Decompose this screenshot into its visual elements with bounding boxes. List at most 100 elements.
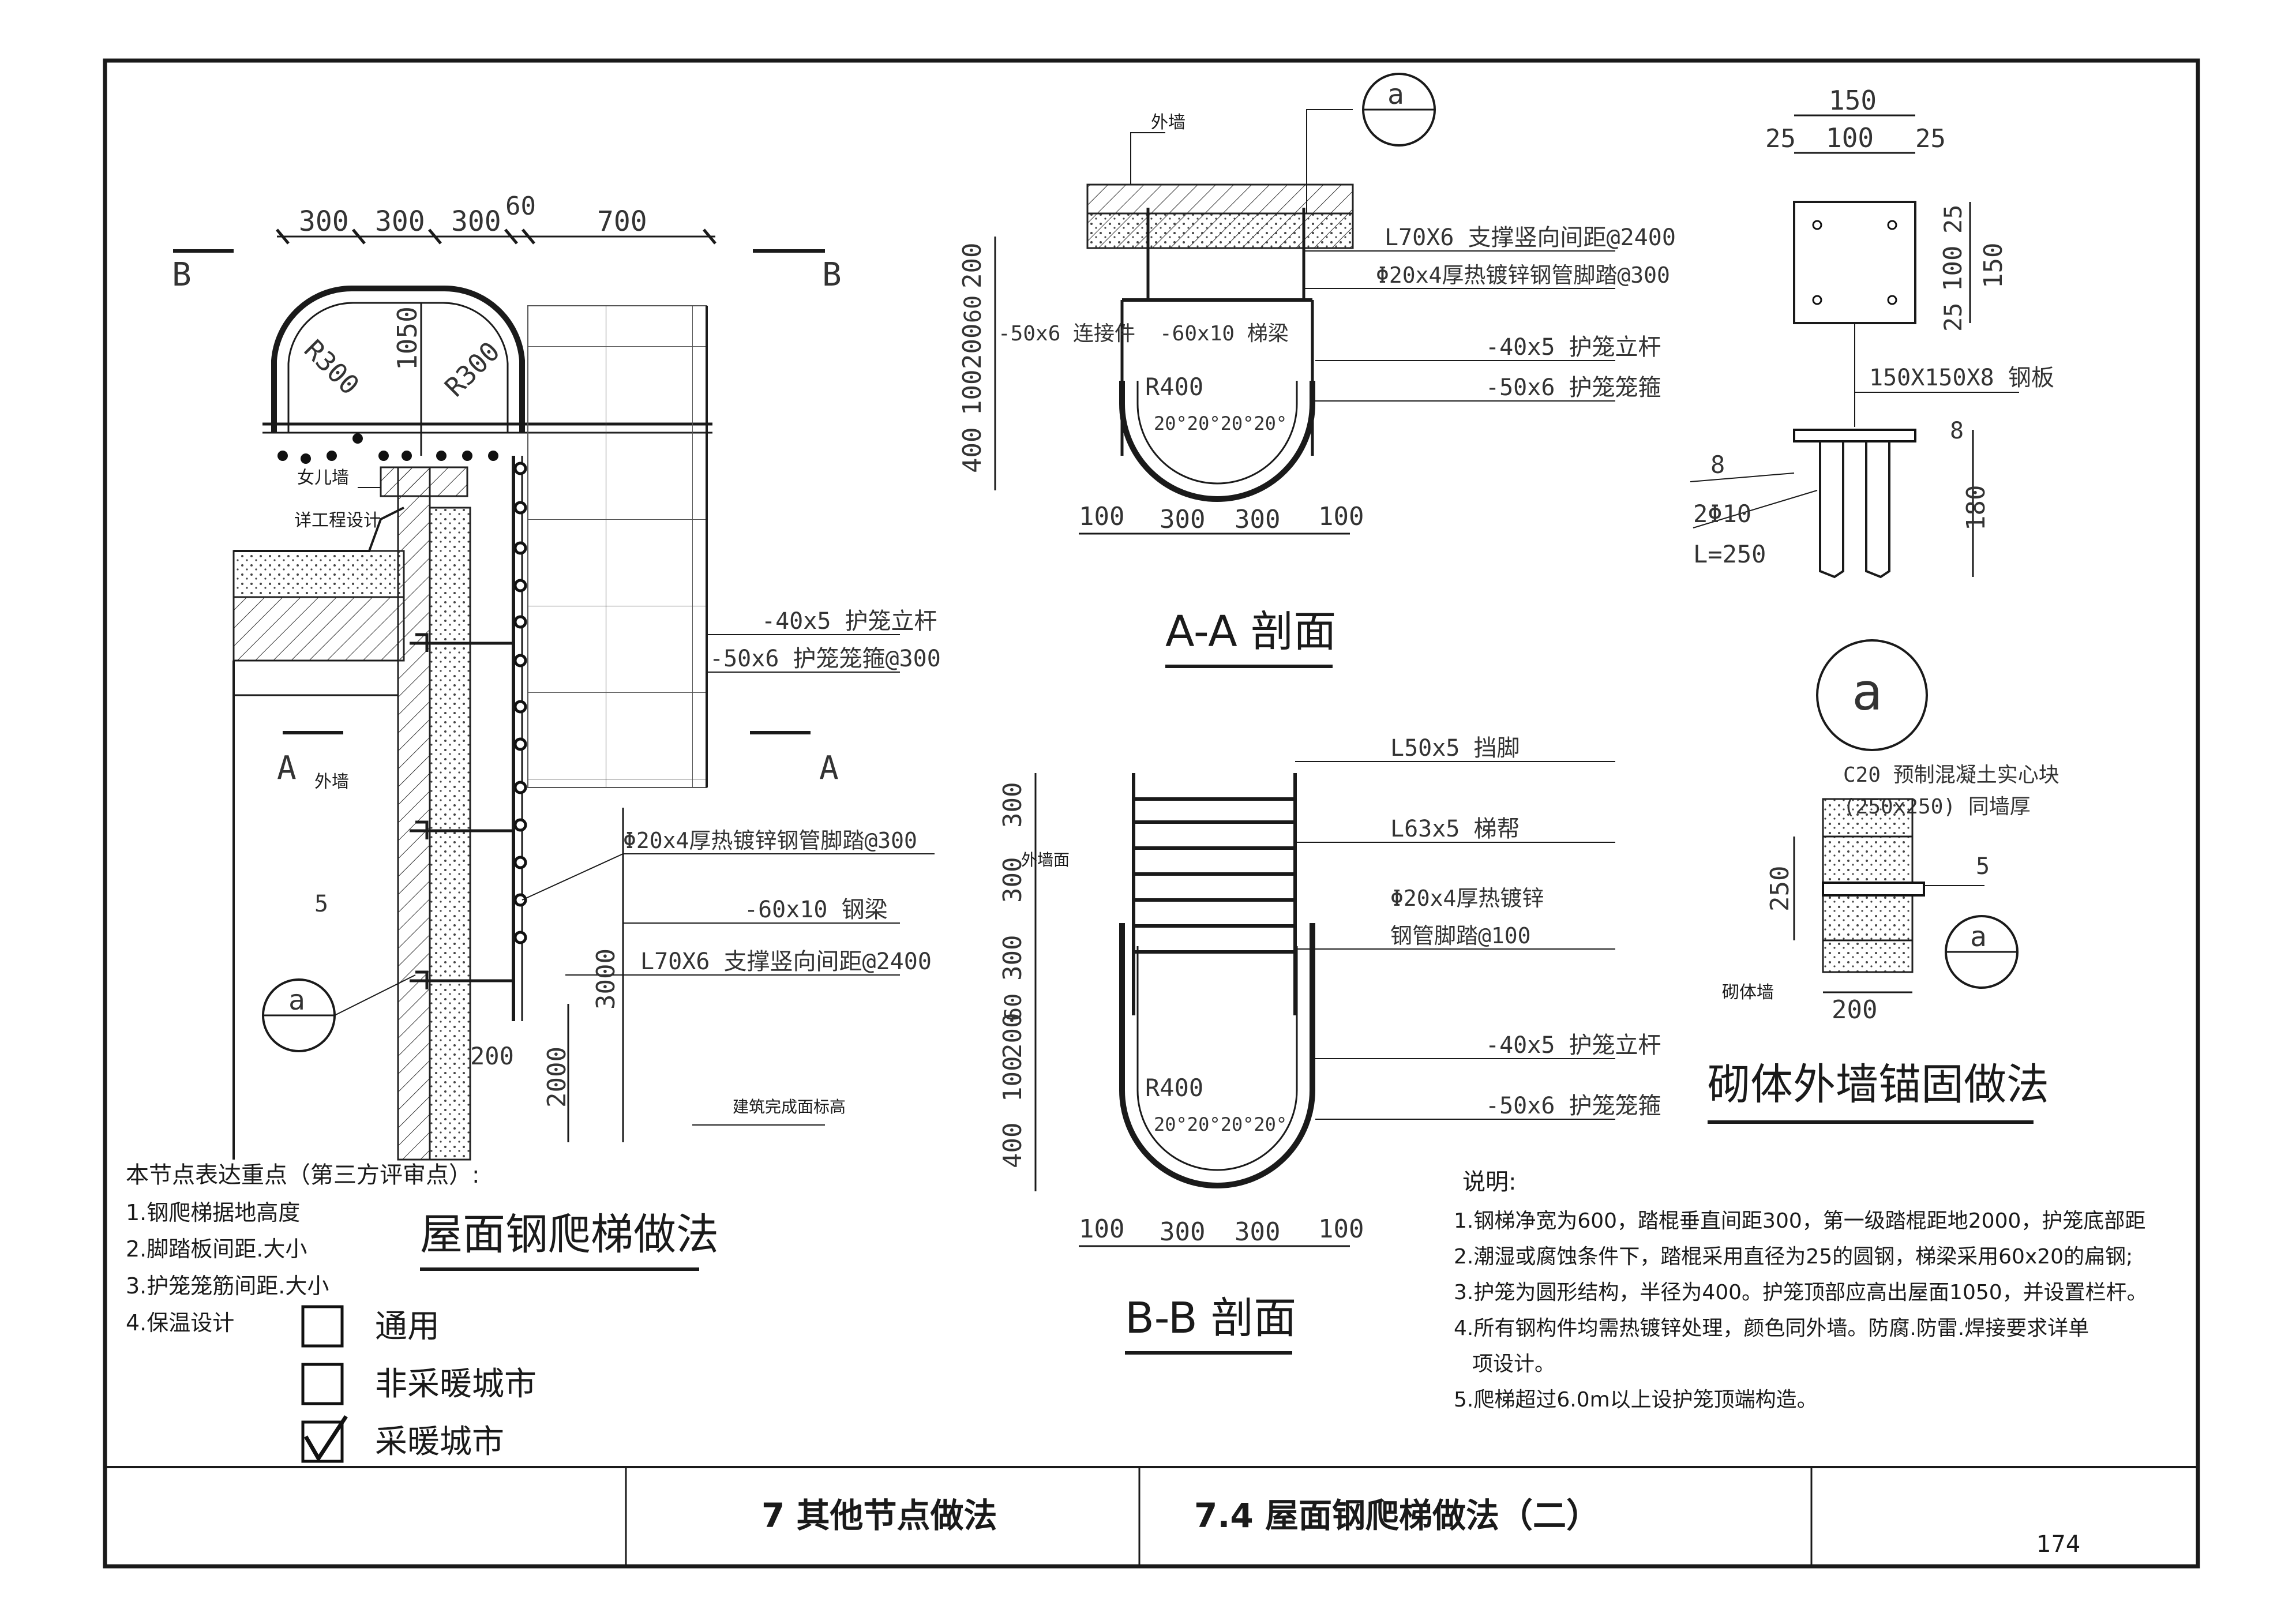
review-heading: 本节点表达重点（第三方评审点）: <box>126 1162 479 1188</box>
plate-dim-r-150: 150 <box>1979 243 2008 288</box>
aa-guard-hoop-label: -50x6 护笼笼箍 <box>1485 374 1661 401</box>
aa-outer-wall-label: 外墙 <box>1151 112 1185 133</box>
bb-rung-label-2: 钢管脚踏@100 <box>1390 923 1531 948</box>
aa-guard-post-label: -40x5 护笼立杆 <box>1485 334 1661 361</box>
bb-dim-bottom-300-a: 300 <box>1160 1217 1205 1247</box>
review-item-4: 4.保温设计 <box>126 1310 234 1336</box>
review-notes: 本节点表达重点（第三方评审点）: 1.钢爬梯据地高度 2.脚踏板间距.大小 3.… <box>126 1162 479 1336</box>
bb-title: B-B 剖面 <box>1125 1293 1296 1343</box>
section-aa: a 外墙 R400 20°20°20°20° L70X6 支撑竖向间距@2400… <box>958 73 1676 668</box>
bb-angles: 20°20°20°20° <box>1154 1113 1287 1135</box>
aa-dim-bottom-300-b: 300 <box>1235 505 1280 534</box>
plate-dim-8: 8 <box>1950 418 1964 444</box>
aa-connector-label: -50x6 连接件 <box>998 322 1135 346</box>
plate-dim-25-right: 25 <box>1915 124 1946 153</box>
review-item-2: 2.脚踏板间距.大小 <box>126 1236 307 1262</box>
aa-detail-ref: a <box>1387 78 1404 111</box>
aa-angles: 20°20°20°20° <box>1154 412 1287 434</box>
checkbox-general[interactable] <box>301 1305 344 1348</box>
plate-dim-r-100: 100 <box>1938 246 1968 291</box>
masonry-dim-250: 250 <box>1765 866 1795 912</box>
bb-guard-hoop-label: -50x6 护笼笼箍 <box>1485 1093 1661 1119</box>
note-1: 1.钢梯净宽为600，踏棍垂直间距300，第一级踏棍距地2000，护笼底部距 <box>1454 1209 2145 1233</box>
checkbox-non-heating[interactable] <box>301 1363 344 1405</box>
design-notes: 说明: 1.钢梯净宽为600，踏棍垂直间距300，第一级踏棍距地2000，护笼底… <box>1454 1169 2148 1412</box>
notes-heading: 说明: <box>1462 1169 1516 1195</box>
masonry-wall-label: 砌体墙 <box>1722 982 1774 1003</box>
bb-dim-100: 100 <box>998 1056 1027 1102</box>
anchor-bar-label: 2Φ10 <box>1693 500 1751 528</box>
sheet-title: 7.4 屋面钢爬梯做法（二） <box>1194 1496 1600 1535</box>
plate-dim-150: 150 <box>1829 85 1877 116</box>
plate-detail: 150 25 100 25 25 100 25 150 150X150X8 钢板… <box>1690 85 2054 579</box>
bb-guard-post-label: -40x5 护笼立杆 <box>1485 1032 1661 1059</box>
note-3: 3.护笼为圆形结构，半径为400。护笼顶部应高出屋面1050，并设置栏杆。 <box>1454 1281 2148 1304</box>
aa-beam-label: -60x10 梯梁 <box>1160 322 1289 346</box>
plate-weld-label: 8 <box>1710 451 1725 479</box>
elev-guard-hoop-label: -50x6 护笼笼箍@300 <box>710 646 941 672</box>
plate-dim-100: 100 <box>1826 122 1874 153</box>
bb-dim-400: 400 <box>998 1123 1027 1168</box>
anchor-length-label: L=250 <box>1693 540 1766 568</box>
elev-dim-300-a: 300 <box>299 205 349 238</box>
applicability-checkboxes: 通用 非采暖城市 采暖城市 <box>301 1305 537 1463</box>
elev-detail-ref: a <box>288 984 305 1017</box>
section-mark-b-left: B <box>172 256 192 294</box>
plate-spec-label: 150X150X8 钢板 <box>1869 365 2054 391</box>
bb-dim-300-b: 300 <box>998 857 1027 903</box>
project-detail-label: 详工程设计 <box>294 511 381 531</box>
elev-outer-wall-label: 外墙 <box>314 772 349 792</box>
bb-radius: R400 <box>1145 1074 1203 1102</box>
checkbox-heating-label: 采暖城市 <box>375 1423 504 1461</box>
bb-dim-200: 200 <box>998 1013 1027 1059</box>
aa-dim-100: 100 <box>958 370 987 415</box>
elev-dim-3000: 3000 <box>591 948 621 1010</box>
finished-level-label: 建筑完成面标高 <box>733 1097 846 1116</box>
bb-rung-label-1: Φ20x4厚热镀锌 <box>1390 886 1544 911</box>
aa-dim-60: 60 <box>960 295 986 323</box>
section-bb: R400 20°20°20°20° L50x5 挡脚 L63x5 梯帮 Φ20x… <box>998 735 1661 1355</box>
aa-support-label: L70X6 支撑竖向间距@2400 <box>1385 224 1676 251</box>
review-item-1: 1.钢爬梯据地高度 <box>126 1200 300 1225</box>
aa-dim-bottom-300-a: 300 <box>1160 505 1205 534</box>
masonry-block-label-1: C20 预制混凝土实心块 <box>1843 763 2059 787</box>
elev-dim-300-c: 300 <box>451 205 501 238</box>
elev-dim-200: 200 <box>470 1042 514 1070</box>
bb-dim-60: 60 <box>1000 993 1027 1021</box>
plate-dim-180: 180 <box>1961 485 1991 531</box>
bb-stop-label: L50x5 挡脚 <box>1390 735 1520 762</box>
aa-dim-bottom-100-a: 100 <box>1079 502 1124 531</box>
aa-dim-200-top: 200 <box>958 243 987 288</box>
bb-dim-300-a: 300 <box>998 782 1027 828</box>
note-4-cont: 项设计。 <box>1472 1352 1555 1376</box>
elev-weld-label: 5 <box>314 891 328 917</box>
bb-dim-bottom-300-b: 300 <box>1235 1217 1280 1247</box>
note-4: 4.所有钢构件均需热镀锌处理，颜色同外墙。防腐.防雷.焊接要求详单 <box>1454 1317 2089 1340</box>
guard-height-dim: 1050 <box>392 306 423 370</box>
masonry-dim-200: 200 <box>1832 995 1877 1025</box>
masonry-anchor-detail: a C20 预制混凝土实心块 (250x250) 同墙厚 250 200 5 砌… <box>1708 639 2059 1124</box>
section-mark-b-right: B <box>822 256 842 294</box>
review-item-3: 3.护笼笼筋间距.大小 <box>126 1273 329 1299</box>
bb-dim-bottom-100-a: 100 <box>1079 1214 1124 1244</box>
parapet-label: 女儿墙 <box>297 468 349 488</box>
note-2: 2.潮湿或腐蚀条件下，踏棍采用直径为25的圆钢，梯梁采用60x20的扁钢; <box>1454 1245 2133 1269</box>
elev-dim-2000: 2000 <box>542 1047 572 1108</box>
elev-rung-label: Φ20x4厚热镀锌钢管脚踏@300 <box>623 828 917 853</box>
elev-beam-label: -60x10 钢梁 <box>744 897 888 923</box>
elev-dim-700: 700 <box>597 205 647 238</box>
aa-dim-400: 400 <box>958 427 987 473</box>
bb-outer-wall-face-label: 外墙面 <box>1021 850 1070 869</box>
radius-right-label: R300 <box>438 336 506 403</box>
aa-radius: R400 <box>1145 373 1203 401</box>
aa-title: A-A 剖面 <box>1165 607 1336 657</box>
plate-dim-r-25a: 25 <box>1939 204 1967 234</box>
note-5: 5.爬梯超过6.0m以上设护笼顶端构造。 <box>1454 1388 1818 1412</box>
masonry-title: 砌体外墙锚固做法 <box>1708 1060 2049 1109</box>
checkbox-non-heating-label: 非采暖城市 <box>375 1366 537 1403</box>
bb-stringer-label: L63x5 梯帮 <box>1390 816 1520 842</box>
radius-left-label: R300 <box>298 333 366 401</box>
aa-dim-bottom-100-b: 100 <box>1318 502 1364 531</box>
aa-dim-200-mid: 200 <box>958 324 987 369</box>
